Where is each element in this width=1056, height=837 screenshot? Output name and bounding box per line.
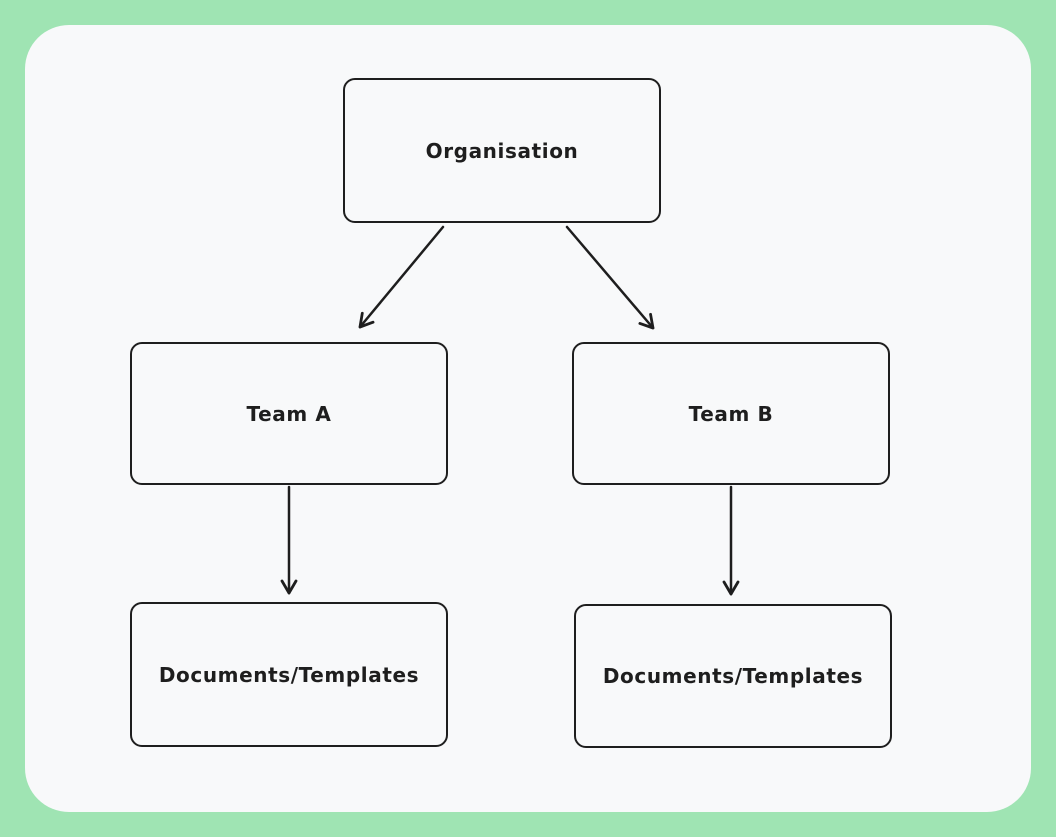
node-team-a: Team A: [130, 342, 448, 485]
node-team-b-label: Team B: [688, 401, 774, 426]
node-organisation-label: Organisation: [425, 138, 579, 163]
node-organisation: Organisation: [343, 78, 661, 223]
node-team-b: Team B: [572, 342, 890, 485]
node-documents-a-label: Documents/Templates: [158, 662, 420, 687]
node-documents-b-label: Documents/Templates: [602, 664, 864, 688]
node-documents-a: Documents/Templates: [130, 602, 448, 747]
node-team-a-label: Team A: [246, 401, 332, 426]
node-documents-b: Documents/Templates: [574, 604, 892, 748]
